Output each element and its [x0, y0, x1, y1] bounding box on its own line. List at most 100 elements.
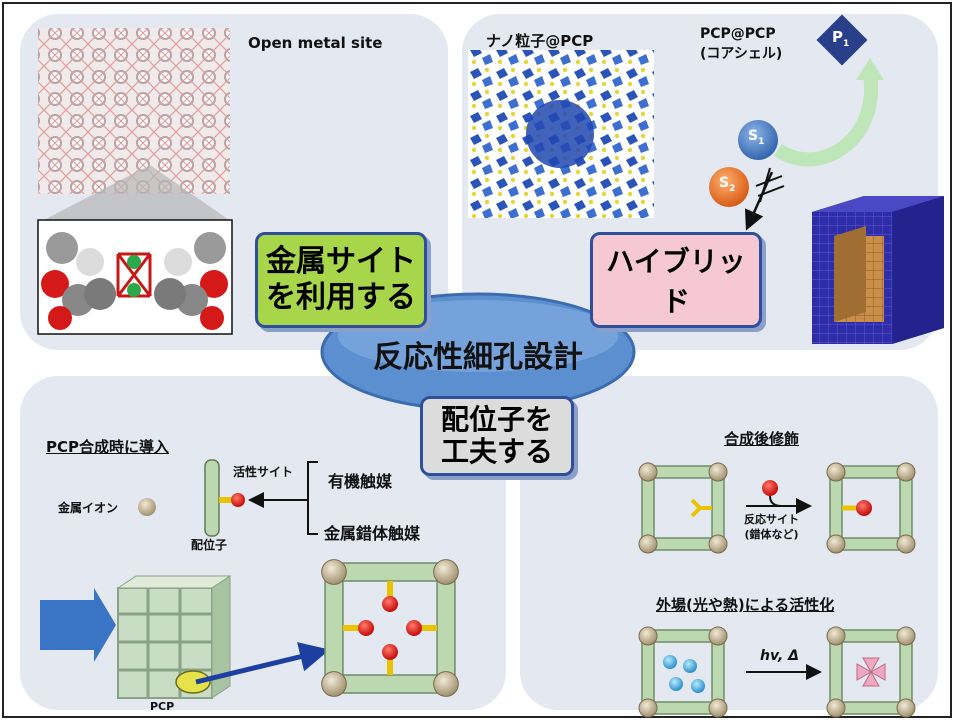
conversion-arrow	[774, 72, 879, 167]
frame-rod	[829, 471, 843, 545]
guest-molecule	[683, 659, 697, 673]
use-metal-site-line1: 金属サイト	[266, 244, 416, 279]
active-site-dot	[382, 644, 398, 660]
active-site-dot	[358, 620, 374, 636]
corner-bead	[826, 534, 846, 554]
corner-bead	[638, 534, 658, 554]
active-site-label: 活性サイト	[233, 465, 294, 479]
pore-frame-before-activation	[638, 626, 728, 718]
reaction-site-label: 反応サイト (錯体など)	[744, 512, 799, 542]
frame-rod	[647, 465, 719, 479]
corner-bead	[708, 534, 728, 554]
corner-bead	[638, 462, 658, 482]
pore-frames	[321, 462, 916, 718]
pore-frame-after-activation	[826, 626, 916, 718]
attached-site-dot	[856, 500, 872, 516]
frame-rod	[647, 629, 719, 643]
frame-rod	[641, 471, 655, 545]
open-metal-site-title: Open metal site	[248, 34, 383, 52]
ligand-design-label: 配位子を 工夫する	[420, 396, 574, 476]
organic-catalyst-label: 有機触媒	[328, 472, 393, 491]
active-site-dot	[382, 596, 398, 612]
nanoparticle	[526, 100, 594, 168]
frame-rod	[647, 537, 719, 551]
ligand-label: 配位子	[191, 538, 228, 552]
use-metal-site-label: 金属サイト を利用する	[255, 232, 427, 328]
ligand-design-line1: 配位子を	[440, 402, 553, 436]
guest-molecule	[691, 679, 705, 693]
corner-bead	[896, 626, 916, 646]
activated-species	[862, 670, 880, 687]
introduce-during-synthesis-title: PCP合成時に導入	[46, 438, 169, 456]
reactive-site-dot	[762, 480, 778, 496]
central-title: 反応性細孔設計	[373, 340, 583, 375]
frame-rod	[324, 571, 344, 685]
guest-molecule	[663, 655, 677, 669]
metal-ion-icon	[138, 498, 156, 516]
corner-bead	[896, 534, 916, 554]
activated-species	[869, 663, 886, 681]
metal-ion-label: 金属イオン	[58, 501, 119, 515]
frame-rod	[711, 635, 725, 709]
s2-label: S2	[719, 175, 736, 194]
active-site-dot	[231, 493, 245, 507]
active-site-dot	[406, 620, 422, 636]
nanoparticle-pcp-title: ナノ粒子@PCP	[486, 32, 594, 50]
post-synthetic-modification-title: 合成後修飾	[724, 430, 800, 448]
large-pore-frame	[321, 559, 459, 697]
p1-label: P1	[832, 28, 850, 49]
pore-frame-before-modification	[638, 462, 728, 554]
corner-bead	[638, 698, 658, 718]
pore-frame-after-modification	[826, 462, 916, 554]
frame-rod	[711, 471, 725, 545]
frame-rod	[899, 471, 913, 545]
core-shell-line1: PCP@PCP	[700, 26, 776, 42]
corner-bead	[826, 698, 846, 718]
pcp-label: PCP	[150, 700, 175, 713]
corner-bead	[826, 462, 846, 482]
catalyst-bracket	[300, 461, 318, 535]
hybrid-label: ハイブリッド	[590, 232, 762, 328]
frame-rod	[835, 701, 907, 715]
external-activation-title: 外場(光や熱)による活性化	[656, 596, 835, 614]
guest-molecule	[669, 677, 683, 691]
frame-rod	[641, 635, 655, 709]
corner-bead	[433, 671, 459, 697]
reaction-site-line1: 反応サイト	[744, 513, 799, 526]
frame-rod	[436, 571, 456, 685]
pcp-block-image	[116, 575, 232, 699]
corner-bead	[708, 626, 728, 646]
corner-bead	[896, 698, 916, 718]
frame-rod	[333, 674, 447, 694]
frame-rod	[829, 635, 843, 709]
corner-bead	[638, 626, 658, 646]
frame-rod	[333, 562, 447, 582]
corner-bead	[708, 698, 728, 718]
activated-species	[856, 663, 873, 681]
frame-rod	[647, 701, 719, 715]
frame-rod	[899, 635, 913, 709]
use-metal-site-line2: を利用する	[266, 280, 416, 315]
reaction-site-line2: (錯体など)	[744, 528, 799, 541]
frame-rod	[835, 465, 907, 479]
s1-molecule-icon	[738, 120, 778, 160]
corner-bead	[321, 671, 347, 697]
activated-species	[862, 657, 880, 674]
frame-rod	[835, 537, 907, 551]
frame-rod	[835, 629, 907, 643]
highlight-pore	[175, 670, 211, 694]
corner-bead	[708, 462, 728, 482]
s1-label: S1	[748, 128, 765, 147]
ligand-design-line2: 工夫する	[440, 435, 553, 468]
corner-bead	[826, 626, 846, 646]
p1-diamond-icon	[816, 14, 868, 66]
corner-bead	[433, 559, 459, 585]
corner-bead	[321, 559, 347, 585]
paddlewheel-molecule-image	[37, 219, 233, 335]
ligand-rod	[204, 459, 220, 537]
core-shell-line2: (コアシェル)	[700, 46, 783, 62]
zoom-arrow	[195, 642, 330, 685]
hv-delta-label: hv, Δ	[760, 648, 799, 664]
core-shell-cube-image	[812, 196, 944, 344]
